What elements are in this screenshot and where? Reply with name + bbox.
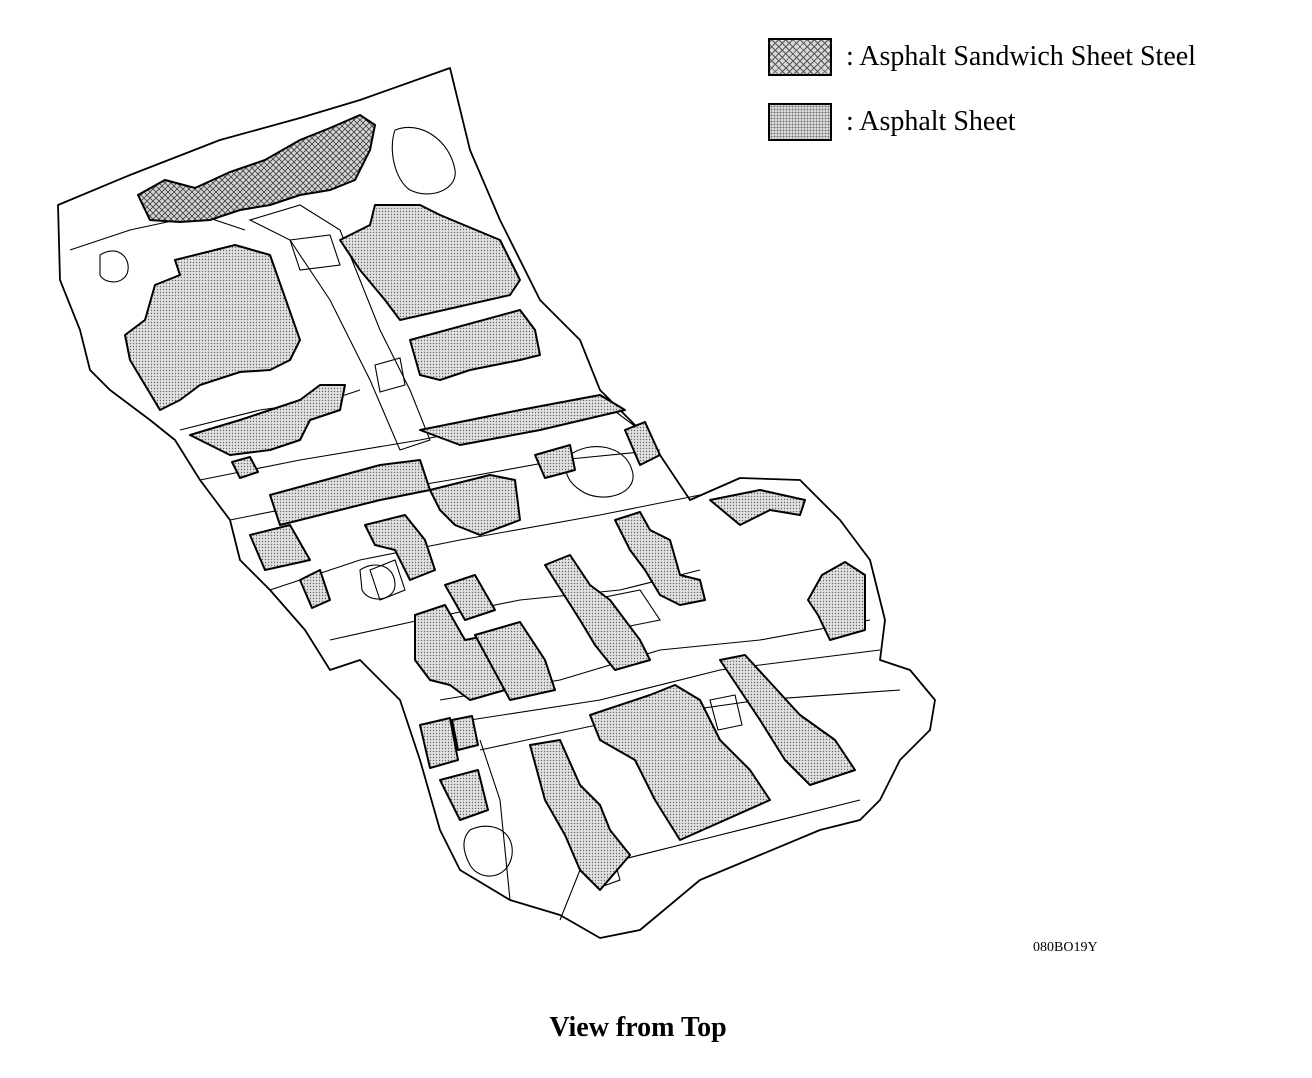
asphalt-sheet-rear-left-b [451,715,479,751]
asphalt-sheet-seat-d [544,554,651,671]
asphalt-sheet-seat-a [444,574,496,621]
asphalt-sheet-rear-left-edge [299,569,331,609]
asphalt-sheet-rear-c [529,739,631,891]
asphalt-sheet-center-b [364,514,436,581]
legend-label-sandwich: : Asphalt Sandwich Sheet Steel [846,41,1196,72]
asphalt-sheet-seat-e [614,511,706,606]
asphalt-sheet-under-seat-left [249,524,311,571]
figure-code: 080BO19Y [1033,940,1098,955]
asphalt-sheet-seat-b [414,604,506,701]
asphalt-sheet-rear-a [589,684,771,841]
legend-swatch-crosshatch [768,38,832,76]
asphalt-sandwich-sheet-steel-region [136,113,377,224]
asphalt-sheet-right-side [624,421,661,466]
legend-label-sheet: : Asphalt Sheet [846,106,1016,137]
asphalt-sheet-front-left-lower [189,384,346,456]
asphalt-sheet-middle-band [419,394,626,446]
asphalt-sheet-rear-left-c [439,769,489,821]
legend-item-sandwich: : Asphalt Sandwich Sheet Steel [768,37,1196,77]
asphalt-sheet-center-a [429,474,521,536]
asphalt-sheet-front-right [339,204,521,321]
asphalt-sheet-rear-left-a [419,717,459,769]
legend-item-sheet: : Asphalt Sheet [768,102,1016,142]
asphalt-sheet-small-left [231,456,259,479]
asphalt-sheet-regions [124,204,866,891]
asphalt-sheet-wheelhouse-side [807,561,866,641]
legend-swatch-dots [768,103,832,141]
asphalt-sheet-seat-c [474,621,556,701]
asphalt-sheet-front-right-lower [409,309,541,381]
asphalt-sheet-middle-band-left [269,459,431,526]
asphalt-sheet-front-left [124,244,301,411]
asphalt-sheet-rear-b [719,654,856,786]
figure-caption: View from Top [549,1012,727,1043]
asphalt-sheet-center-right [534,444,576,479]
asphalt-sheet-wheelhouse-top [709,489,806,526]
